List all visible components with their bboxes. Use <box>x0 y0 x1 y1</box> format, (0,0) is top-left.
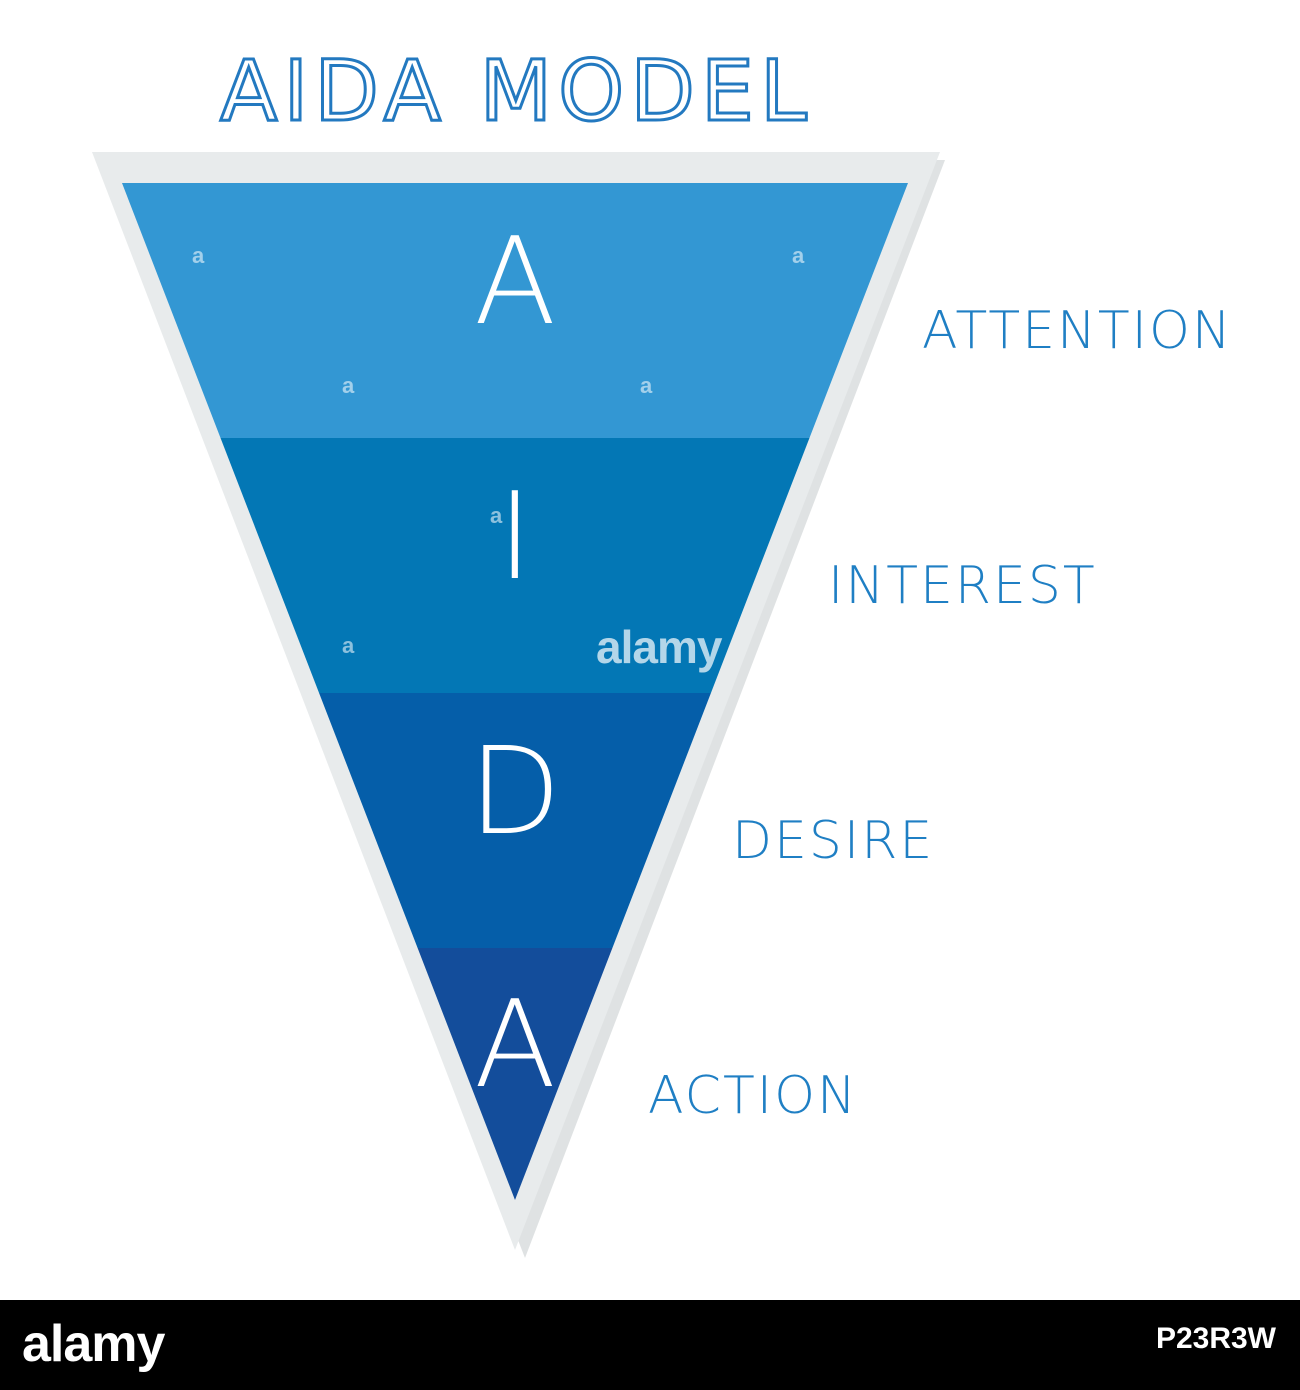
stock-id: P23R3W <box>1155 1322 1276 1355</box>
stage-letter: I <box>497 468 532 607</box>
funnel-band <box>319 693 711 948</box>
watermark-mark: a <box>192 243 205 268</box>
footer-bar: alamy P23R3W <box>0 1300 1300 1390</box>
watermark-mark: a <box>640 373 653 398</box>
funnel: AIDA <box>92 152 945 1258</box>
stage-label: INTEREST <box>828 556 1097 616</box>
watermark-mark: a <box>342 633 355 658</box>
stage-letter: A <box>474 213 556 352</box>
footer-brand: alamy <box>22 1315 165 1373</box>
watermark-mark: a <box>342 373 355 398</box>
stage-letter: D <box>469 723 561 862</box>
title-text: AIDA MODEL <box>220 42 813 132</box>
funnel-band <box>122 183 908 438</box>
stage-letter: A <box>474 976 556 1115</box>
diagram-title: AIDA MODEL <box>180 41 840 142</box>
stage-label: ATTENTION <box>922 301 1233 361</box>
watermark-brand: alamy <box>596 621 722 673</box>
funnel-band <box>417 948 613 1200</box>
stage-label: DESIRE <box>732 811 935 871</box>
funnel-band <box>220 438 810 693</box>
stage-label: ACTION <box>648 1066 858 1126</box>
watermark-mark: a <box>792 243 805 268</box>
watermark-mark: a <box>490 503 503 528</box>
